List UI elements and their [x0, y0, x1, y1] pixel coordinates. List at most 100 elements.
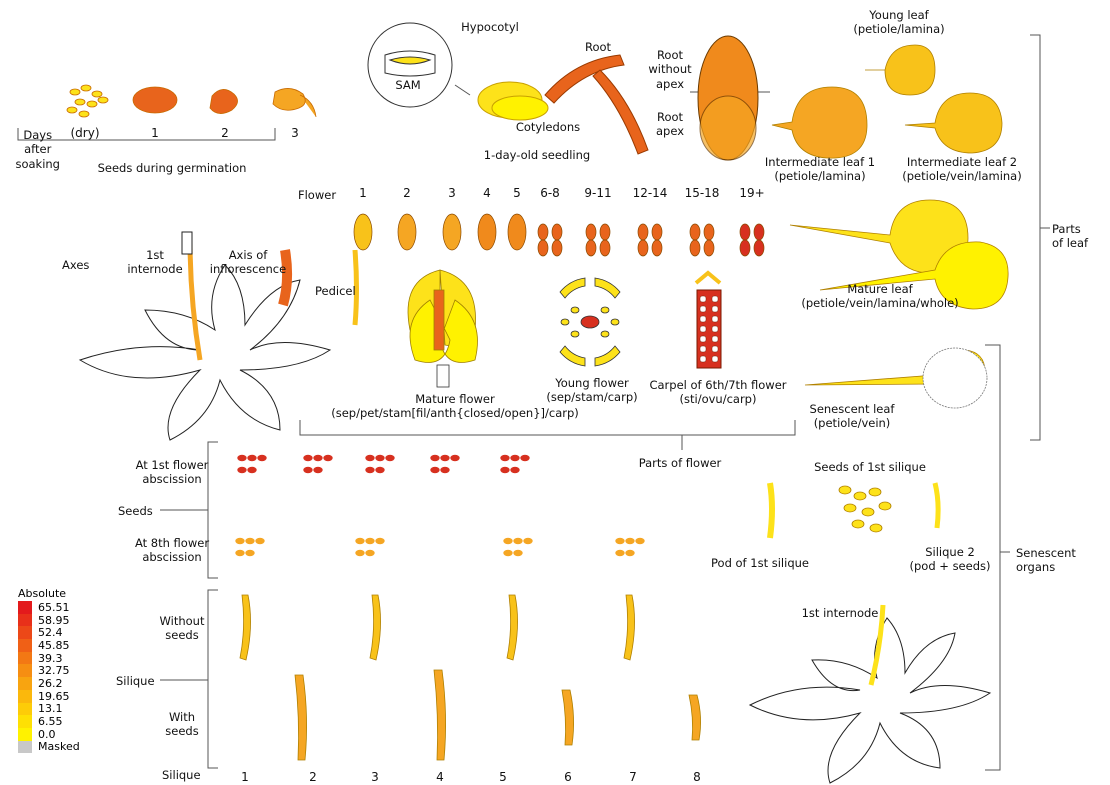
seed: [245, 538, 255, 545]
flower-bud: [443, 214, 461, 250]
seed: [385, 455, 395, 462]
silique-without-seeds: [370, 595, 381, 660]
silique-number-label: 3: [371, 770, 379, 785]
silique-without-seeds: [624, 595, 635, 660]
legend-swatch: [18, 652, 32, 665]
legend-item: 26.2: [18, 677, 80, 690]
parts-of-flower-label: Parts of flower: [639, 456, 722, 470]
seed: [313, 467, 323, 474]
legend-swatch: [18, 728, 32, 741]
legend-swatch: [18, 677, 32, 690]
flower-bud: [740, 240, 750, 256]
dry-seeds: [67, 85, 108, 117]
legend-swatch: [18, 614, 32, 627]
first-abscission-label: At 1st flowerabscission: [136, 458, 209, 487]
flower-bud: [552, 224, 562, 240]
ovule: [712, 356, 718, 362]
intermediate-leaf-1: [772, 87, 867, 158]
senescent-internode-label: 1st internode: [802, 606, 879, 620]
flower-stage-label: 12-14: [633, 186, 668, 201]
silique-number-label: 2: [309, 770, 317, 785]
mature-flower-shape: [408, 270, 478, 387]
ovule: [712, 346, 718, 352]
legend-swatch: [18, 741, 32, 754]
seed: [303, 455, 313, 462]
ovule: [700, 346, 706, 352]
seed: [500, 455, 510, 462]
root-label: Root: [585, 40, 611, 54]
seed: [365, 467, 375, 474]
legend-swatch: [18, 690, 32, 703]
seed: [375, 538, 385, 545]
ovule: [700, 356, 706, 362]
carpel-shape: [696, 273, 721, 368]
seed: [440, 455, 450, 462]
legend-title: Absolute: [18, 588, 80, 599]
legend-value: 39.3: [38, 653, 63, 664]
legend-item: 65.51: [18, 601, 80, 614]
flower-bud: [538, 224, 548, 240]
cotyledons-label: Cotyledons: [516, 120, 580, 134]
flower-bud: [478, 214, 496, 250]
mature-leaf-label: Mature leaf(petiole/vein/lamina/whole): [801, 282, 958, 311]
flower-stage-label: 19+: [739, 186, 764, 201]
legend-item: Masked: [18, 741, 80, 754]
seed-rows: [235, 455, 645, 557]
legend-item: 0.0: [18, 728, 80, 741]
silique-number-label: 5: [499, 770, 507, 785]
young-leaf: [865, 45, 935, 95]
flower-bud: [600, 240, 610, 256]
seed: [247, 467, 257, 474]
young-flower-shape: [548, 278, 632, 366]
silique-number-label: 6: [564, 770, 572, 785]
seed: [375, 455, 385, 462]
seeds-bracket: [208, 442, 218, 578]
legend-value: 6.55: [38, 716, 63, 727]
germination-stage-1: 1: [151, 126, 159, 141]
root-shape: [593, 70, 648, 154]
ovule: [700, 296, 706, 302]
seedling-diagram: [368, 23, 758, 160]
flower-bud: [740, 224, 750, 240]
legend-value: 13.1: [38, 703, 63, 714]
seed: [513, 538, 523, 545]
seed: [503, 538, 513, 545]
legend-item: 39.3: [18, 652, 80, 665]
seed: [450, 455, 460, 462]
ovule: [700, 306, 706, 312]
root-apex-label: Rootapex: [656, 110, 684, 139]
flower-bud: [538, 240, 548, 256]
flower-bud: [754, 240, 764, 256]
flower-bud: [508, 214, 526, 250]
seed: [255, 538, 265, 545]
legend-item: 52.4: [18, 626, 80, 639]
intermediate-leaf-2: [905, 93, 1002, 153]
seed: [365, 455, 375, 462]
flower-bud: [354, 214, 372, 250]
ovule: [712, 326, 718, 332]
seed: [430, 455, 440, 462]
silique-number-label: 1: [241, 770, 249, 785]
ovule: [712, 296, 718, 302]
legend-item: 6.55: [18, 715, 80, 728]
sam-label: SAM: [395, 78, 420, 92]
legend-swatch: [18, 664, 32, 677]
legend-value: 52.4: [38, 627, 63, 638]
leaf-shapes: [772, 45, 1008, 408]
flower-stage-label: 9-11: [584, 186, 611, 201]
silique-row-label: Silique: [162, 768, 201, 782]
first-internode-label: 1stinternode: [127, 248, 182, 277]
senescent-rosette: [750, 618, 990, 783]
seed: [513, 550, 523, 557]
seed: [237, 467, 247, 474]
parts-of-leaf-label: Partsof leaf: [1052, 222, 1088, 251]
ovule: [700, 316, 706, 322]
inflorescence-label: Axis ofinflorescence: [210, 248, 286, 277]
silique-with-seeds: [689, 695, 701, 740]
silique-with-seeds: [562, 690, 574, 745]
seed-day-1: [133, 87, 177, 113]
seed: [440, 467, 450, 474]
seed-day-2: [210, 89, 238, 113]
